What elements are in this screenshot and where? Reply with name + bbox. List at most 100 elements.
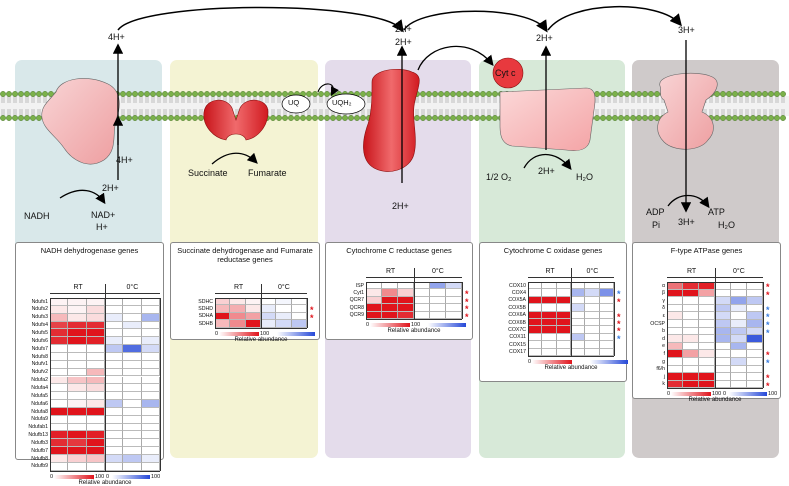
lipid-head xyxy=(174,91,180,97)
heatmap-cell xyxy=(585,304,600,312)
lipid-head xyxy=(714,115,720,121)
heatmap-cell xyxy=(86,313,105,322)
heatmap-cell xyxy=(123,345,142,353)
legend-blue-bar xyxy=(112,474,150,479)
gene-label: β xyxy=(662,290,665,297)
label-half-o2: 1/2 O₂ xyxy=(486,172,512,182)
heatmap-cell xyxy=(585,289,600,297)
gene-label: Ndufb8 xyxy=(31,455,48,462)
heatmap-cell xyxy=(123,376,142,385)
legend-caption: Relative abundance xyxy=(387,328,441,334)
heatmap-cell xyxy=(571,304,586,312)
heatmap-cell xyxy=(683,342,699,351)
lipid-head xyxy=(192,115,198,121)
lipid-head xyxy=(354,115,360,121)
gene-label: Ndufab1 xyxy=(28,424,48,431)
heatmap-cell xyxy=(123,400,142,408)
heatmap-cell xyxy=(50,407,69,416)
heatmap-cell xyxy=(414,311,430,319)
heatmap-cell xyxy=(50,329,69,338)
heatmap-cell xyxy=(86,384,105,393)
heatmap-cell xyxy=(571,296,586,305)
lipid-head xyxy=(324,91,330,97)
gene-label: Ndufs6 xyxy=(31,337,48,344)
lipid-head xyxy=(348,115,354,121)
lipid-head xyxy=(438,115,444,121)
heatmap-cell xyxy=(50,400,69,408)
lipid-head xyxy=(618,91,624,97)
grid-frame-bottom xyxy=(215,327,307,329)
legend-max: 100 xyxy=(712,391,722,398)
lipid-head xyxy=(732,91,738,97)
heatmap-cell xyxy=(715,373,731,381)
heatmap-cell xyxy=(215,298,231,306)
heatmap-cell xyxy=(542,333,557,342)
label-adp: ADP xyxy=(646,207,665,217)
heatmap-cell xyxy=(747,282,763,290)
heatmap-cell xyxy=(414,282,430,290)
gene-label: OCSP xyxy=(650,320,665,327)
gene-label: COX5B xyxy=(508,304,526,311)
heatmap-cell xyxy=(123,439,142,448)
lipid-head xyxy=(210,91,216,97)
heatmap-cell xyxy=(430,282,446,290)
complex-i-protein xyxy=(41,78,120,165)
heatmap-cell xyxy=(50,368,69,377)
significance-star: * xyxy=(310,305,314,316)
heatmap-cell xyxy=(446,289,462,297)
gene-label: SDHC xyxy=(198,298,213,305)
lipid-head xyxy=(150,115,156,121)
heatmap-cell xyxy=(141,321,160,330)
heatmap-cell xyxy=(141,392,160,401)
heatmap-cell xyxy=(366,282,382,290)
grid-divider xyxy=(414,268,416,319)
col-header-cold: 0°C xyxy=(432,268,444,275)
heatmap-cell xyxy=(667,350,683,358)
heatmap-cell xyxy=(528,319,543,327)
heatmap-cell xyxy=(699,380,715,389)
gene-label: Ndufv1 xyxy=(31,361,48,368)
heatmap-cell xyxy=(585,348,600,356)
col-header-cold: 0°C xyxy=(733,268,745,275)
significance-star: * xyxy=(310,312,314,323)
gene-label: Ndufb9 xyxy=(31,463,48,470)
grid-frame-bottom xyxy=(50,470,160,472)
heatmap-cell xyxy=(105,423,124,432)
heatmap-cell xyxy=(731,304,747,313)
lipid-head xyxy=(120,115,126,121)
label-c4-top-protons: 2H+ xyxy=(536,33,553,43)
lipid-head xyxy=(138,115,144,121)
heatmap-cell xyxy=(556,282,571,290)
lipid-head xyxy=(336,115,342,121)
lipid-head xyxy=(6,91,12,97)
lipid-head xyxy=(618,115,624,121)
heatmap-cell xyxy=(141,352,160,361)
lipid-head xyxy=(126,91,132,97)
heatmap-cell xyxy=(68,368,87,377)
heatmap-cell xyxy=(446,296,462,305)
significance-star: * xyxy=(766,350,770,361)
heatmap-cell xyxy=(86,329,105,338)
heatmap-cell xyxy=(230,298,246,306)
lipid-head xyxy=(594,91,600,97)
heatmap-cell xyxy=(50,305,69,314)
heatmap-cell xyxy=(105,368,124,377)
heatmap-cell xyxy=(86,462,105,471)
lipid-head xyxy=(738,91,744,97)
heatmap-cell xyxy=(68,462,87,471)
cytochrome-c-circle xyxy=(492,57,524,89)
lipid-head xyxy=(648,91,654,97)
significance-star: * xyxy=(617,296,621,307)
label-fumarate: Fumarate xyxy=(248,168,287,178)
heatmap-cell xyxy=(105,462,124,471)
heatmap-cell xyxy=(123,462,142,471)
heatmap-cell xyxy=(50,298,69,306)
legend-min: 0 xyxy=(366,322,370,328)
heatmap-cell xyxy=(731,365,747,374)
gene-label: COX11 xyxy=(509,334,526,341)
heatmap-cell xyxy=(683,335,699,343)
heatmap-cell xyxy=(215,305,231,313)
lipid-head xyxy=(276,115,282,121)
heatmap-cell xyxy=(86,345,105,353)
